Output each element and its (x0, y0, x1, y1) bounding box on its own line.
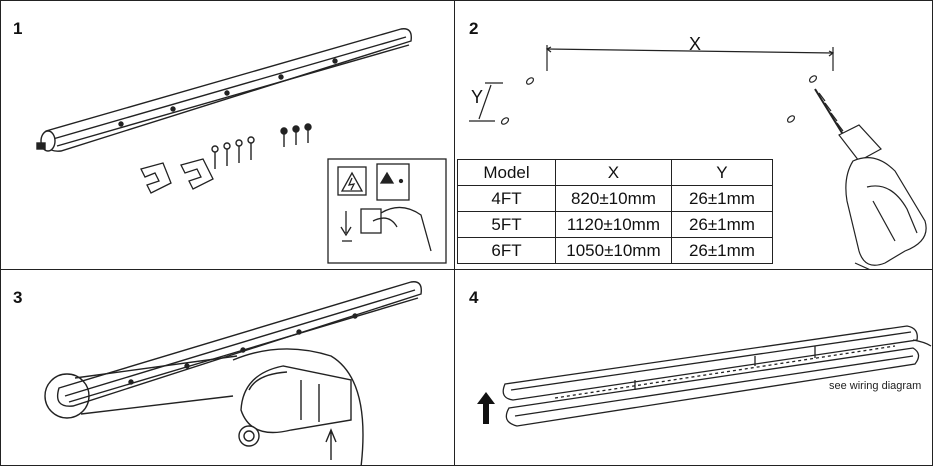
step-4-panel: 4 see wiring diagram (454, 269, 933, 466)
wiring-diagram-note: see wiring diagram (829, 380, 922, 392)
down-arrow-icon (340, 211, 352, 237)
x-dimension-line (546, 48, 834, 54)
drilling-dimension-illustration (469, 45, 927, 270)
drill-tool (814, 88, 927, 270)
table-cell: 1050±10mm (554, 237, 672, 264)
table-cell: 26±1mm (670, 185, 774, 212)
step-3-panel: 3 (0, 269, 456, 466)
detail-callout-circle (44, 373, 90, 419)
table-header-cell: X (554, 159, 672, 186)
table-cell: 26±1mm (670, 211, 774, 238)
table-row: 5FT 1120±10mm 26±1mm (457, 211, 774, 238)
table-cell: 6FT (457, 237, 556, 264)
fixture-upper-half (502, 325, 918, 401)
model-dimension-table: Model X Y 4FT 820±10mm 26±1mm 5FT 1120±1… (457, 159, 774, 264)
mounting-clips (140, 158, 214, 194)
screws-and-anchors (211, 123, 312, 169)
step-number: 4 (469, 288, 479, 307)
electric-hazard-icon (340, 171, 364, 192)
step-number: 1 (13, 19, 23, 38)
power-off-warning-inset (327, 158, 447, 264)
x-dimension-label: X (689, 34, 702, 54)
table-cell: 4FT (457, 185, 556, 212)
detail-magnified-view (232, 348, 364, 465)
light-fixture-body (56, 281, 422, 407)
step-1-panel: 1 (0, 0, 456, 271)
table-cell: 26±1mm (670, 237, 774, 264)
table-header-cell: Y (670, 159, 774, 186)
up-arrow-icon (477, 392, 495, 424)
light-fixture-body (36, 28, 412, 152)
y-dimension-label: Y (471, 87, 484, 107)
table-header-cell: Model (457, 159, 556, 186)
fixture-lower-half (505, 347, 920, 427)
table-cell: 820±10mm (554, 185, 672, 212)
table-header-row: Model X Y (457, 159, 774, 186)
step-number: 2 (469, 19, 479, 38)
opened-fixture-illustration (477, 325, 932, 427)
up-arrow-icon (325, 428, 337, 460)
step-number: 3 (13, 288, 23, 307)
mounting-hole (525, 77, 535, 85)
mounting-hole (808, 75, 818, 83)
step-2-panel: 2 (454, 0, 933, 271)
fixture-parts-illustration (36, 28, 447, 264)
table-cell: 5FT (457, 211, 556, 238)
table-row: 4FT 820±10mm 26±1mm (457, 185, 774, 212)
fixture-mounting-illustration (44, 281, 422, 465)
mounting-hole (500, 117, 510, 125)
table-cell: 1120±10mm (554, 211, 672, 238)
mounting-hole (786, 115, 796, 123)
table-row: 6FT 1050±10mm 26±1mm (457, 237, 774, 264)
